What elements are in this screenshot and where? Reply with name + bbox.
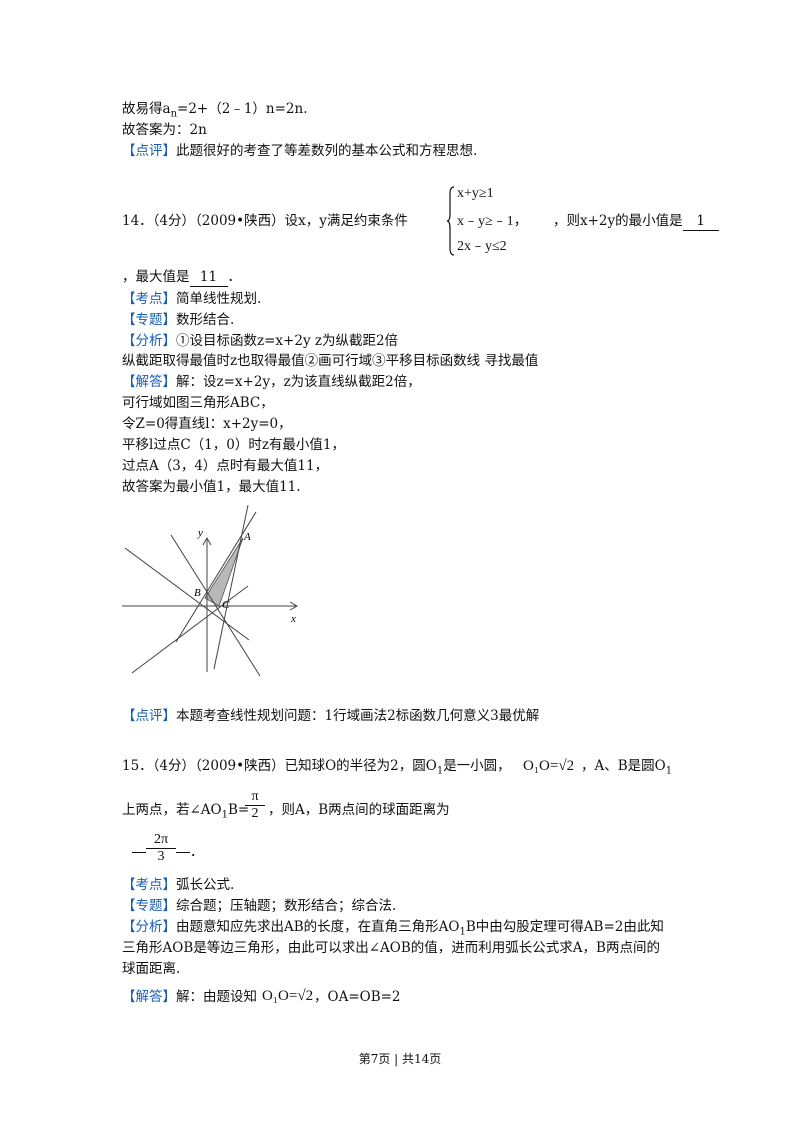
constraint-system: x+y≥1 x﹣y≥﹣1， 2x﹣y≤2 <box>447 186 557 256</box>
q14-jieda-5: 过点A（3，4）点时有最大值11， <box>122 458 329 474</box>
line-2x-minus-y <box>213 505 249 670</box>
label-x: x <box>290 613 296 625</box>
q15-line2-c: ，则A，B两点间的球面距离为 <box>268 802 450 818</box>
page-footer: 第7页 | 共14页 <box>358 1052 442 1066</box>
label-y: y <box>197 527 203 539</box>
review-tag: 【点评】 <box>122 143 176 159</box>
line-objective-2 <box>131 585 249 674</box>
feasible-region <box>204 537 244 607</box>
label-A: A <box>243 531 251 543</box>
q14-jieda-6: 故答案为最小值1，最大值11. <box>122 479 301 495</box>
answer-underline-left <box>132 852 146 853</box>
q15-zhuanti: 【专题】综合题；压轴题；数形结合；综合法. <box>122 898 397 914</box>
q14-fenxi-1: 【分析】①设目标函数z=x+2y z为纵截距2倍 <box>122 333 399 349</box>
label-B: B <box>194 587 201 599</box>
q15-line2-a: 上两点，若∠AO1B= <box>122 802 250 821</box>
q15-kaodian: 【考点】弧长公式. <box>122 877 235 893</box>
y-axis-arrow <box>202 536 212 546</box>
q15-fenxi-2: 三角形AOB是等边三角形，由此可以求出∠AOB的值，进而利用弧长公式求A，B两点… <box>122 940 660 956</box>
q14-jieda-3: 令Z=0得直线l：x+2y=0， <box>122 416 292 432</box>
answer-underline-right <box>176 852 190 853</box>
constraint-1: x+y≥1 <box>457 186 494 201</box>
q15-jieda-b: ，OA=OB=2 <box>314 989 401 1005</box>
formula-o1o-2: O₁O=√2 <box>262 988 314 1004</box>
review-line: 【点评】此题很好的考查了等差数列的基本公式和方程思想. <box>122 143 478 159</box>
feasible-region-graph: y x A B C <box>122 505 299 677</box>
min-answer-blank: 1 <box>682 212 719 231</box>
q15-stem-a: 15．（4分）（2009•陕西）已知球O的半径为2，圆O1是一小圆， <box>122 758 511 777</box>
q14-dianping: 【点评】本题考查线性规划问题：1行域画法2标函数几何意义3最优解 <box>122 708 540 724</box>
label-C: C <box>222 599 230 611</box>
q14-kaodian: 【考点】简单线性规划. <box>122 291 262 307</box>
q14-fenxi-2: 纵截距取得最值时z也取得最值②画可行域③平移目标函数线 寻找最值 <box>122 353 539 369</box>
q14-stem: 14．（4分）（2009•陕西）设x，y满足约束条件 <box>122 213 408 229</box>
q15-jieda: 【解答】解：由题设知 <box>122 989 257 1005</box>
q14-zhuanti: 【专题】数形结合. <box>122 312 235 328</box>
max-answer-blank: 11 <box>189 268 228 287</box>
q15-fenxi-3: 球面距离. <box>122 961 181 977</box>
answer-line-2: 故答案为：2n <box>122 122 207 138</box>
brace-icon <box>447 186 455 256</box>
line-x-minus-y <box>175 511 257 643</box>
constraint-3: 2x﹣y≤2 <box>457 239 507 254</box>
q15-stem-c: ，A、B是圆O1 <box>581 758 673 777</box>
q14-jieda-4: 平移l过点C（1，0）时z有最小值1， <box>122 437 346 453</box>
answer-end: ． <box>190 844 204 860</box>
formula-o1o-1: O₁O=√2 <box>523 758 575 774</box>
answer-line-1: 故易得an=2+（2﹣1）n=2n. <box>122 101 308 120</box>
q14-jieda-2: 可行域如图三角形ABC， <box>122 395 274 411</box>
q14-jieda-1: 【解答】解：设z=x+2y，z为该直线纵截距2倍， <box>122 374 421 390</box>
x-axis-arrow <box>289 601 299 611</box>
line-objective-1 <box>124 547 250 641</box>
line-x-plus-y <box>170 534 261 677</box>
q15-fenxi-1: 【分析】由题意知应先求出AB的长度，在直角三角形AO1B中由勾股定理可得AB=2… <box>122 919 664 938</box>
constraint-2: x﹣y≥﹣1， <box>457 214 528 229</box>
